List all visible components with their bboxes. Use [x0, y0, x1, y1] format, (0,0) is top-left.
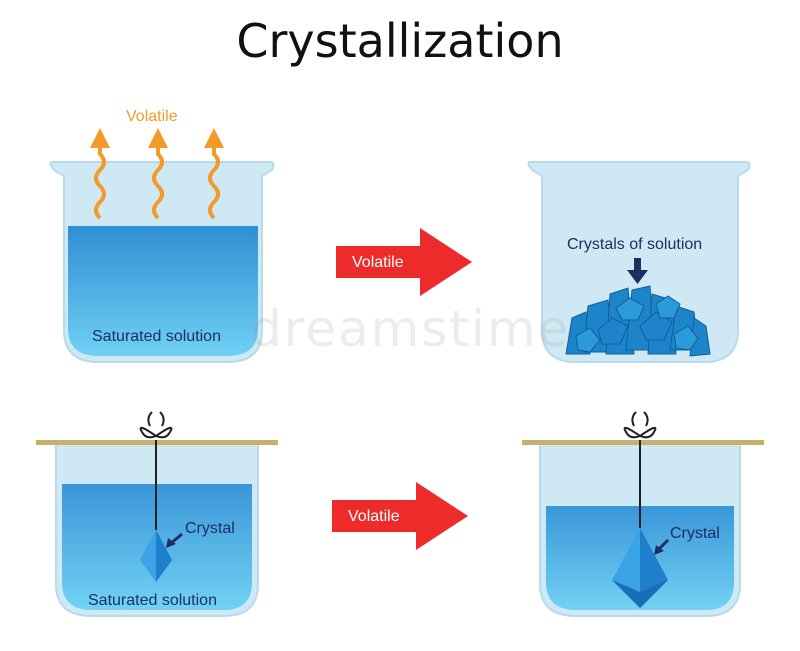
crystal-label-bottom-right: Crystal — [670, 525, 720, 542]
evaporation-arrow-top — [336, 228, 472, 296]
string-bottom-right — [623, 411, 657, 528]
crystal-pointer-bottom-left — [166, 532, 183, 548]
watermark: dreamstime — [250, 300, 571, 358]
arrow-label-bottom: Volatile — [348, 508, 400, 525]
saturated-solution-label-bottom: Saturated solution — [88, 592, 217, 609]
crystal-pointer-bottom-right — [654, 538, 670, 555]
string-bottom-left — [139, 411, 173, 530]
crystal-large — [612, 528, 668, 608]
crystals-pointer-arrow — [627, 258, 648, 284]
crystal-label-bottom-left: Crystal — [185, 520, 235, 537]
beaker-top-left — [49, 161, 275, 363]
arrow-label-top: Volatile — [352, 254, 404, 271]
evaporation-arrow-bottom — [332, 482, 468, 550]
saturated-solution-top — [68, 226, 258, 356]
vapor-arrows — [94, 146, 220, 220]
diagram-title: Crystallization — [236, 14, 564, 68]
support-stick-right — [522, 440, 764, 445]
crystals-pile — [565, 285, 711, 357]
vapor-arrow-2 — [152, 146, 164, 220]
crystals-of-solution-label: Crystals of solution — [567, 236, 703, 253]
vapor-arrow-3 — [208, 146, 220, 220]
vapor-arrowheads — [90, 128, 224, 148]
vapor-label: Volatile — [126, 108, 178, 125]
saturated-solution-label-top: Saturated solution — [92, 328, 221, 345]
vapor-arrow-1 — [94, 146, 106, 220]
crystal-small — [140, 530, 172, 582]
